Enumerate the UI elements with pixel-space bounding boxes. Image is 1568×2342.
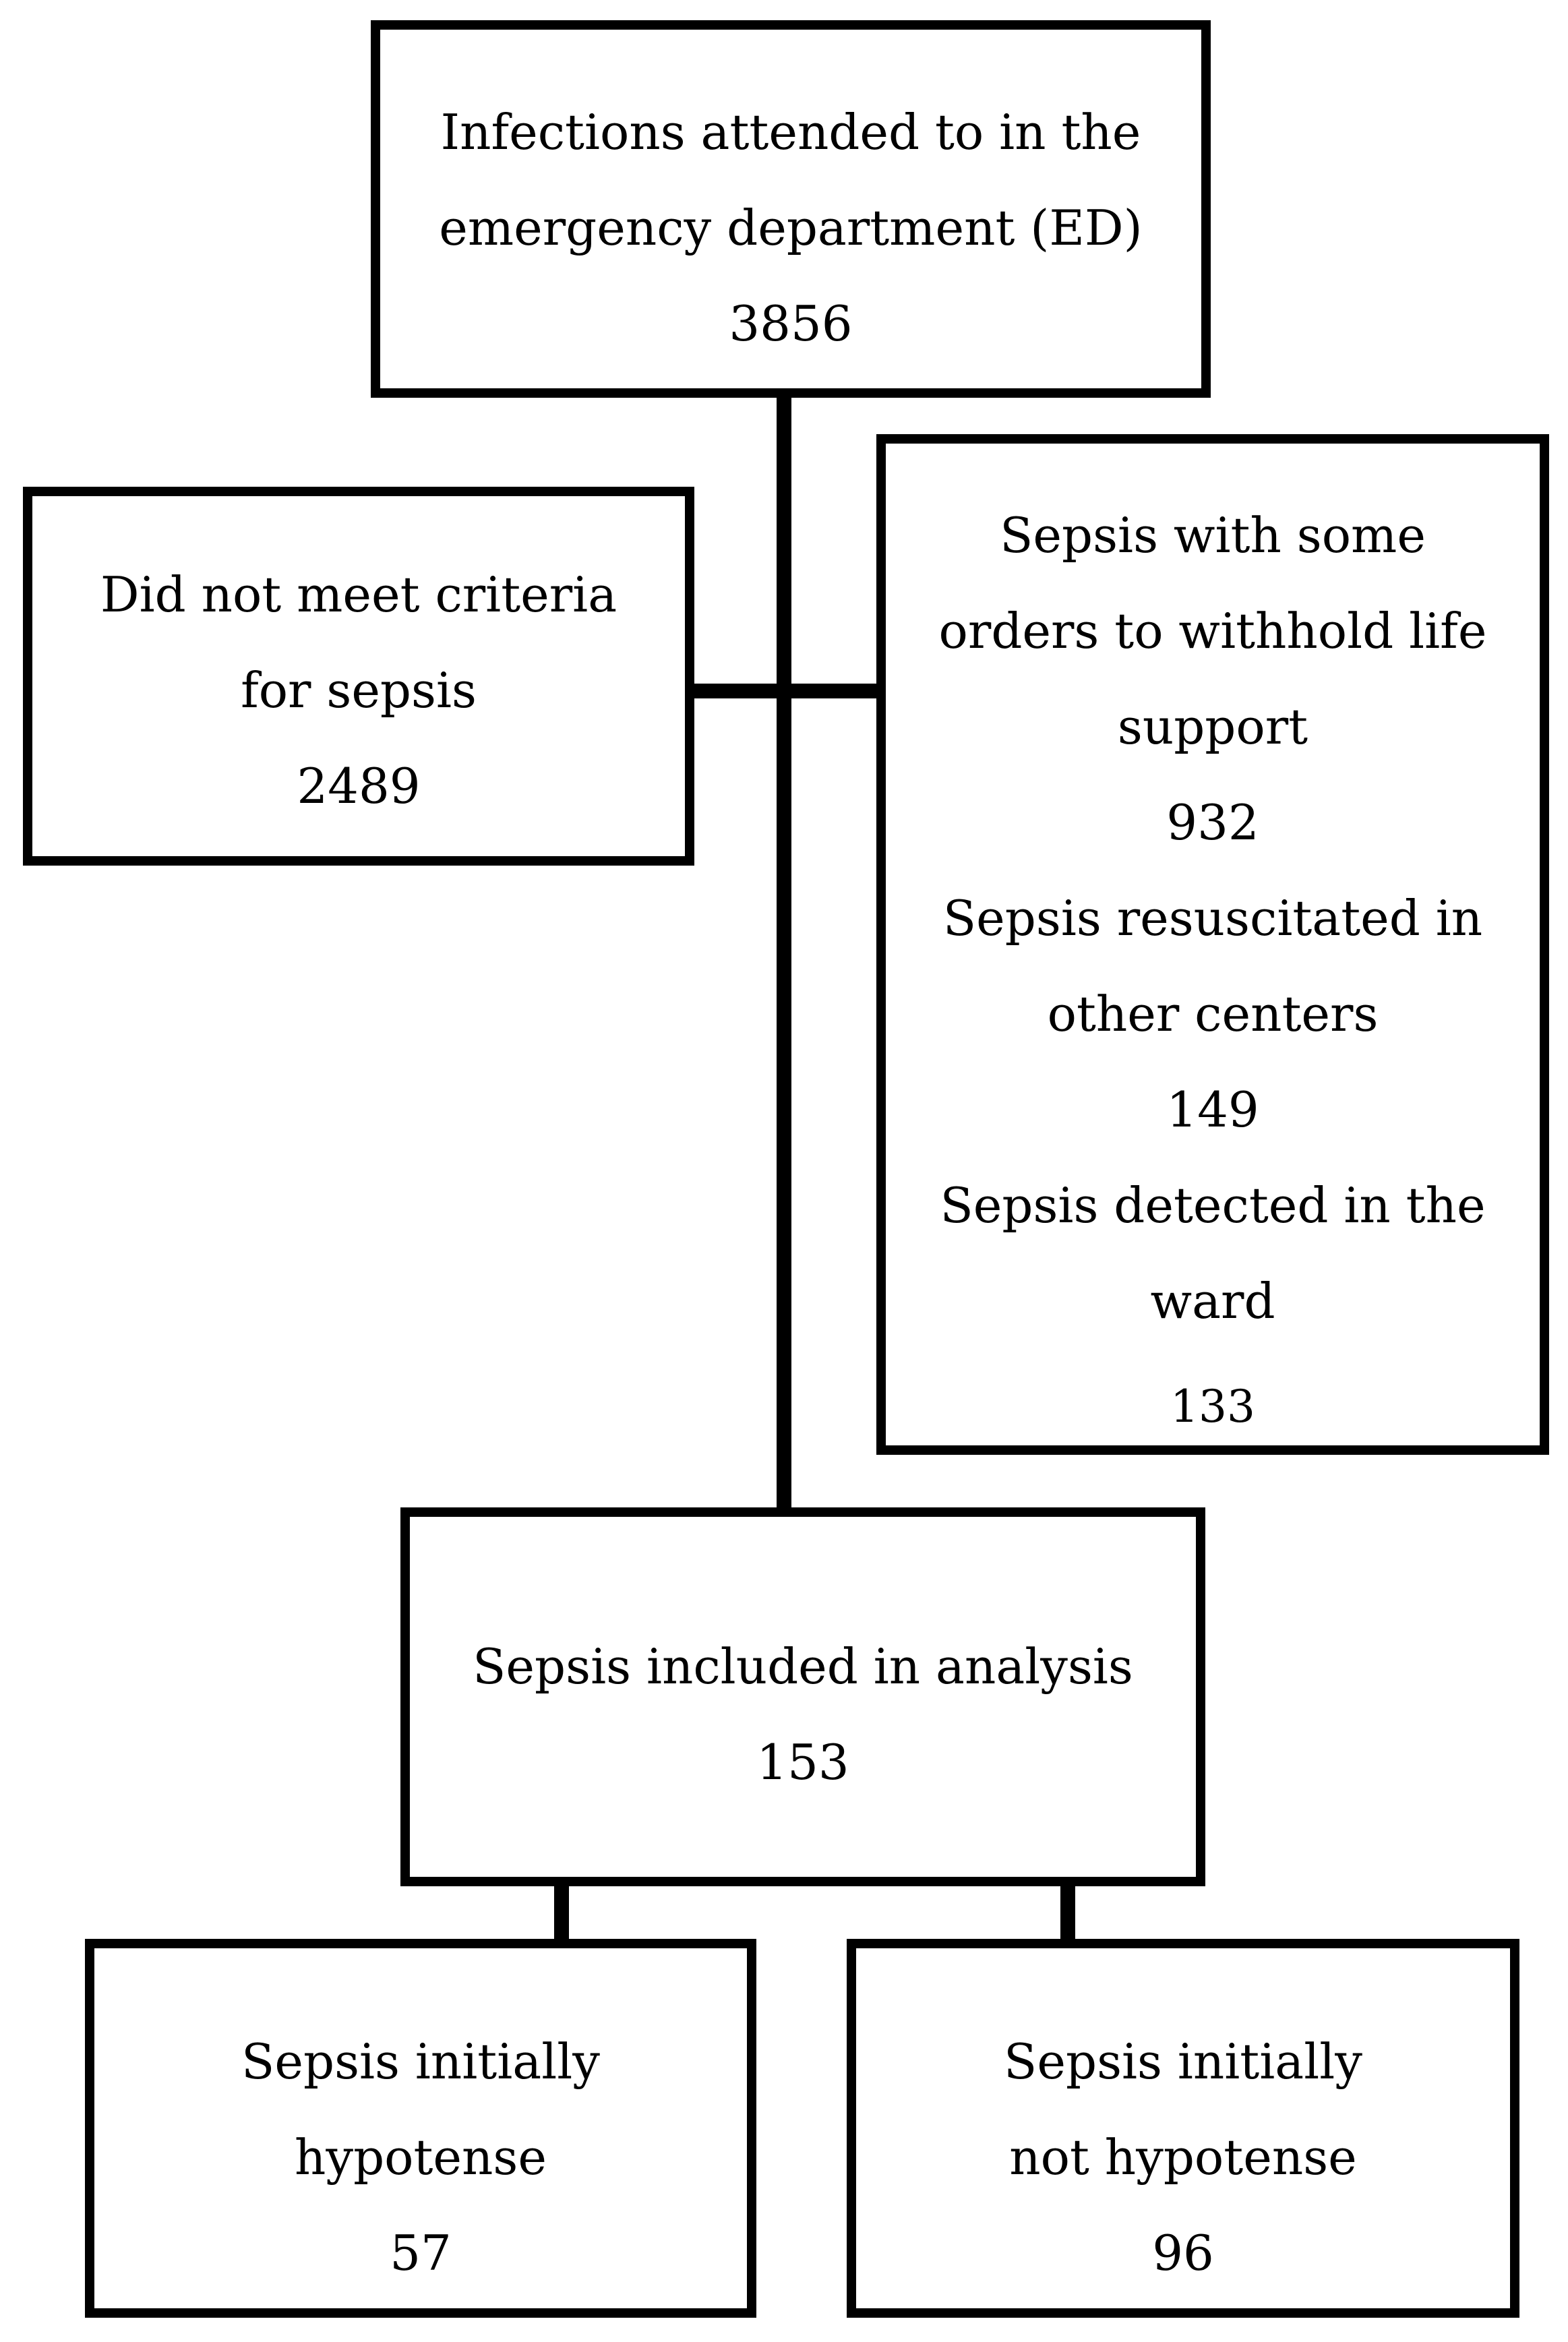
resuscitated-other-count: 149 bbox=[1166, 1081, 1259, 1138]
infections-ed-box: Infections attended to in the emergency … bbox=[371, 20, 1211, 398]
left-branch-connector bbox=[554, 1881, 569, 1942]
main-vertical-connector bbox=[777, 396, 791, 1517]
sepsis-included-count: 153 bbox=[756, 1734, 849, 1791]
hypotense-count: 57 bbox=[390, 2225, 452, 2281]
not-hypotense-line2: not hypotense bbox=[1009, 2129, 1357, 2186]
horizontal-exclusion-connector bbox=[690, 684, 885, 698]
not-hypotense-line1: Sepsis initially bbox=[1004, 2033, 1362, 2090]
not-sepsis-line1: Did not meet criteria bbox=[100, 566, 617, 623]
sepsis-included-box: Sepsis included in analysis 153 bbox=[400, 1507, 1205, 1886]
withhold-support-line2: orders to withhold life bbox=[938, 603, 1487, 659]
not-sepsis-line2: for sepsis bbox=[241, 662, 477, 719]
hypotense-box: Sepsis initially hypotense 57 bbox=[85, 1939, 756, 2318]
hypotense-line2: hypotense bbox=[295, 2129, 547, 2186]
right-branch-connector bbox=[1060, 1881, 1075, 1942]
detected-ward-line2: ward bbox=[1150, 1273, 1275, 1329]
infections-ed-count: 3856 bbox=[729, 295, 853, 352]
not-hypotense-count: 96 bbox=[1152, 2225, 1214, 2281]
hypotense-line1: Sepsis initially bbox=[241, 2033, 600, 2090]
sepsis-included-line1: Sepsis included in analysis bbox=[473, 1638, 1133, 1695]
detected-ward-count: 133 bbox=[1170, 1381, 1255, 1433]
infections-ed-line2: emergency department (ED) bbox=[439, 200, 1143, 256]
not-sepsis-count: 2489 bbox=[297, 758, 421, 814]
withhold-support-count: 932 bbox=[1166, 794, 1259, 851]
infections-ed-line1: Infections attended to in the bbox=[440, 104, 1141, 160]
resuscitated-other-line2: other centers bbox=[1047, 986, 1379, 1042]
withhold-support-line3: support bbox=[1117, 698, 1308, 755]
excluded-sepsis-box: Sepsis with some orders to withhold life… bbox=[876, 434, 1549, 1455]
detected-ward-line1: Sepsis detected in the bbox=[940, 1177, 1486, 1234]
not-hypotense-box: Sepsis initially not hypotense 96 bbox=[847, 1939, 1519, 2318]
not-sepsis-box: Did not meet criteria for sepsis 2489 bbox=[23, 487, 694, 866]
withhold-support-line1: Sepsis with some bbox=[1000, 507, 1426, 564]
resuscitated-other-line1: Sepsis resuscitated in bbox=[942, 890, 1483, 947]
